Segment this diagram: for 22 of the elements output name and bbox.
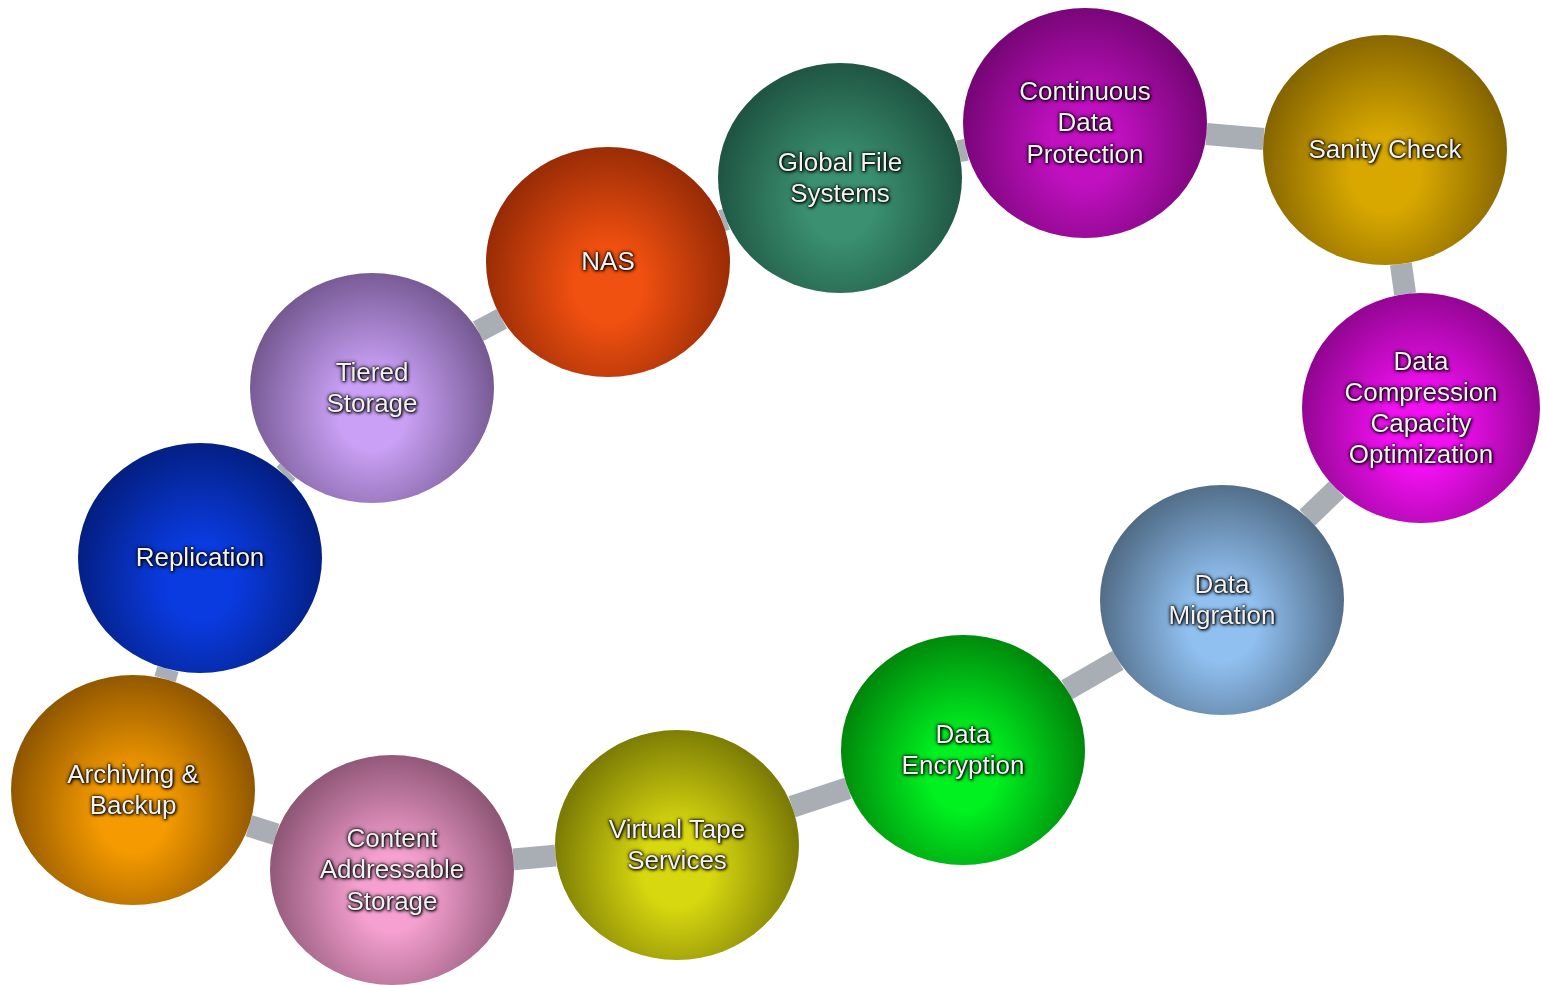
- topic-label: Data Encryption: [900, 718, 1026, 782]
- topic-label: Data Migration: [1167, 568, 1277, 632]
- connector-band: [245, 815, 280, 845]
- connector-band: [512, 844, 557, 871]
- topic-label: Global File Systems: [776, 146, 904, 210]
- connector-band: [1061, 650, 1124, 700]
- topic-label: Data Compression Capacity Optimization: [1343, 345, 1499, 471]
- topic-label: Virtual Tape Services: [607, 813, 747, 877]
- connector-band: [154, 665, 179, 683]
- connector-band: [1205, 122, 1265, 151]
- topic-label: Archiving & Backup: [66, 758, 200, 822]
- connector-band: [1390, 262, 1416, 296]
- connector-band: [788, 777, 852, 818]
- topic-label: Content Addressable Storage: [318, 823, 466, 917]
- topic-label: Sanity Check: [1308, 134, 1462, 166]
- topic-label: Replication: [135, 542, 265, 574]
- topic-label: Continuous Data Protection: [1018, 76, 1152, 170]
- topic-label: Tiered Storage: [325, 356, 419, 420]
- connector-band: [473, 308, 507, 342]
- connector-band: [1299, 481, 1345, 526]
- topic-label: NAS: [581, 246, 635, 278]
- connector-band: [956, 138, 969, 163]
